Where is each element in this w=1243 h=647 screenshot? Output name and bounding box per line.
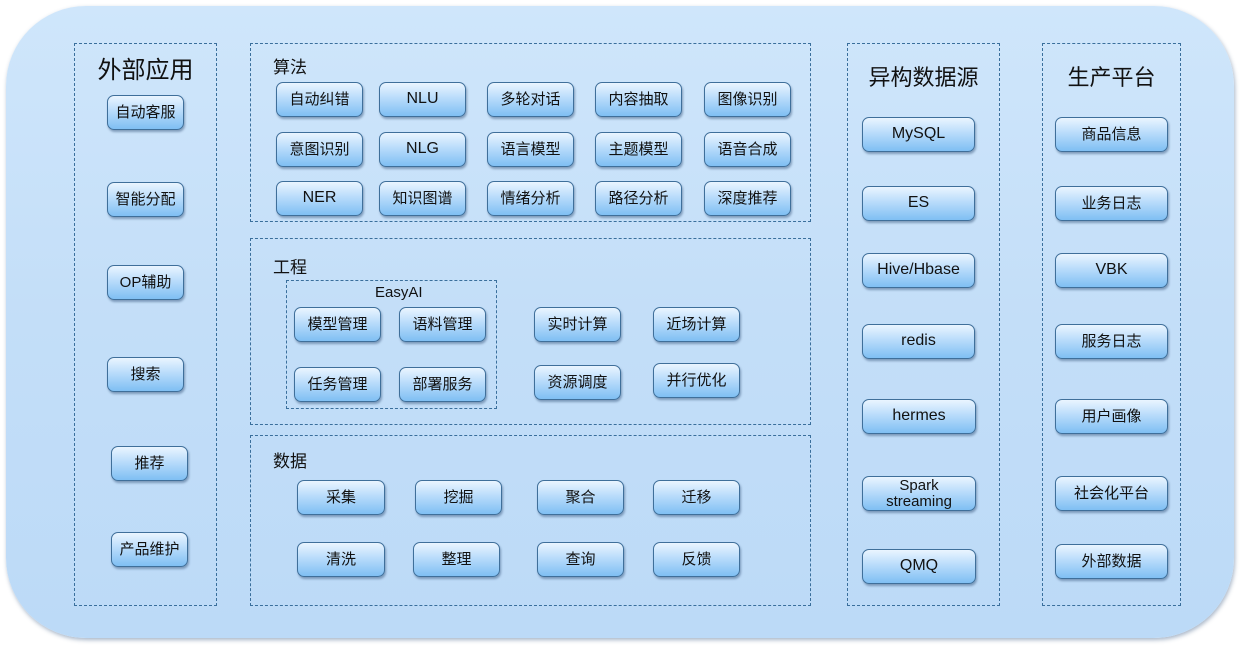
eng-resource-scheduling[interactable]: 资源调度 [534, 365, 621, 400]
external-app-product-maintenance[interactable]: 产品维护 [111, 532, 188, 567]
algo-auto-correction[interactable]: 自动纠错 [276, 82, 363, 117]
algo-ner[interactable]: NER [276, 181, 363, 216]
external-app-smart-allocation[interactable]: 智能分配 [107, 182, 184, 217]
algo-language-model[interactable]: 语言模型 [487, 132, 574, 167]
algo-knowledge-graph[interactable]: 知识图谱 [379, 181, 466, 216]
prod-external-data[interactable]: 外部数据 [1055, 544, 1168, 579]
algorithm-panel: 算法 [250, 43, 811, 222]
external-apps-panel: 外部应用 [74, 43, 217, 606]
heterogeneous-sources-panel: 异构数据源 [847, 43, 1000, 606]
source-redis[interactable]: redis [862, 324, 975, 359]
algo-image-recognition[interactable]: 图像识别 [704, 82, 791, 117]
external-apps-title: 外部应用 [97, 56, 194, 84]
data-aggregate[interactable]: 聚合 [537, 480, 624, 515]
source-mysql[interactable]: MySQL [862, 117, 975, 152]
eng-realtime-compute[interactable]: 实时计算 [534, 307, 621, 342]
algorithm-title: 算法 [273, 58, 307, 78]
source-es[interactable]: ES [862, 186, 975, 221]
external-app-recommend[interactable]: 推荐 [111, 446, 188, 481]
algo-nlg[interactable]: NLG [379, 132, 466, 167]
prod-vbk[interactable]: VBK [1055, 253, 1168, 288]
data-clean[interactable]: 清洗 [297, 542, 385, 577]
source-hermes[interactable]: hermes [862, 399, 976, 434]
prod-service-log[interactable]: 服务日志 [1055, 324, 1168, 359]
heterogeneous-sources-title: 异构数据源 [868, 66, 979, 91]
eng-nearfield-compute[interactable]: 近场计算 [653, 307, 740, 342]
algo-sentiment-analysis[interactable]: 情绪分析 [487, 181, 574, 216]
prod-user-profile[interactable]: 用户画像 [1055, 399, 1168, 434]
algo-path-analysis[interactable]: 路径分析 [595, 181, 682, 216]
prod-social-platform[interactable]: 社会化平台 [1055, 476, 1168, 511]
data-panel: 数据 [250, 435, 811, 606]
data-query[interactable]: 查询 [537, 542, 624, 577]
production-platform-panel: 生产平台 [1042, 43, 1181, 606]
source-hive-hbase[interactable]: Hive/Hbase [862, 253, 975, 288]
algo-multi-turn-dialog[interactable]: 多轮对话 [487, 82, 574, 117]
data-mining[interactable]: 挖掘 [415, 480, 502, 515]
easyai-corpus-management[interactable]: 语料管理 [399, 307, 486, 342]
easyai-model-management[interactable]: 模型管理 [294, 307, 381, 342]
engineering-title: 工程 [273, 258, 307, 278]
algo-content-extraction[interactable]: 内容抽取 [595, 82, 682, 117]
easyai-task-management[interactable]: 任务管理 [294, 367, 381, 402]
easyai-title: EasyAI [375, 284, 423, 301]
eng-parallel-optimization[interactable]: 并行优化 [653, 363, 740, 398]
algo-nlu[interactable]: NLU [379, 82, 466, 117]
easyai-deployment-service[interactable]: 部署服务 [399, 367, 486, 402]
algo-speech-synthesis[interactable]: 语音合成 [704, 132, 791, 167]
source-qmq[interactable]: QMQ [862, 549, 976, 584]
data-organize[interactable]: 整理 [413, 542, 500, 577]
production-platform-title: 生产平台 [1067, 66, 1156, 91]
data-migrate[interactable]: 迁移 [653, 480, 740, 515]
external-app-search[interactable]: 搜索 [107, 357, 184, 392]
algo-topic-model[interactable]: 主题模型 [595, 132, 682, 167]
engineering-panel: 工程 [250, 238, 811, 425]
prod-business-log[interactable]: 业务日志 [1055, 186, 1168, 221]
source-spark-streaming[interactable]: Spark streaming [862, 476, 976, 511]
external-app-op-assist[interactable]: OP辅助 [107, 265, 184, 300]
algo-intent-recognition[interactable]: 意图识别 [276, 132, 363, 167]
external-app-auto-service[interactable]: 自动客服 [107, 95, 184, 130]
prod-product-info[interactable]: 商品信息 [1055, 117, 1168, 152]
data-collect[interactable]: 采集 [297, 480, 385, 515]
data-title: 数据 [273, 452, 307, 472]
algo-deep-recommendation[interactable]: 深度推荐 [704, 181, 791, 216]
easyai-subpanel: EasyAI [286, 280, 497, 409]
data-feedback[interactable]: 反馈 [653, 542, 740, 577]
